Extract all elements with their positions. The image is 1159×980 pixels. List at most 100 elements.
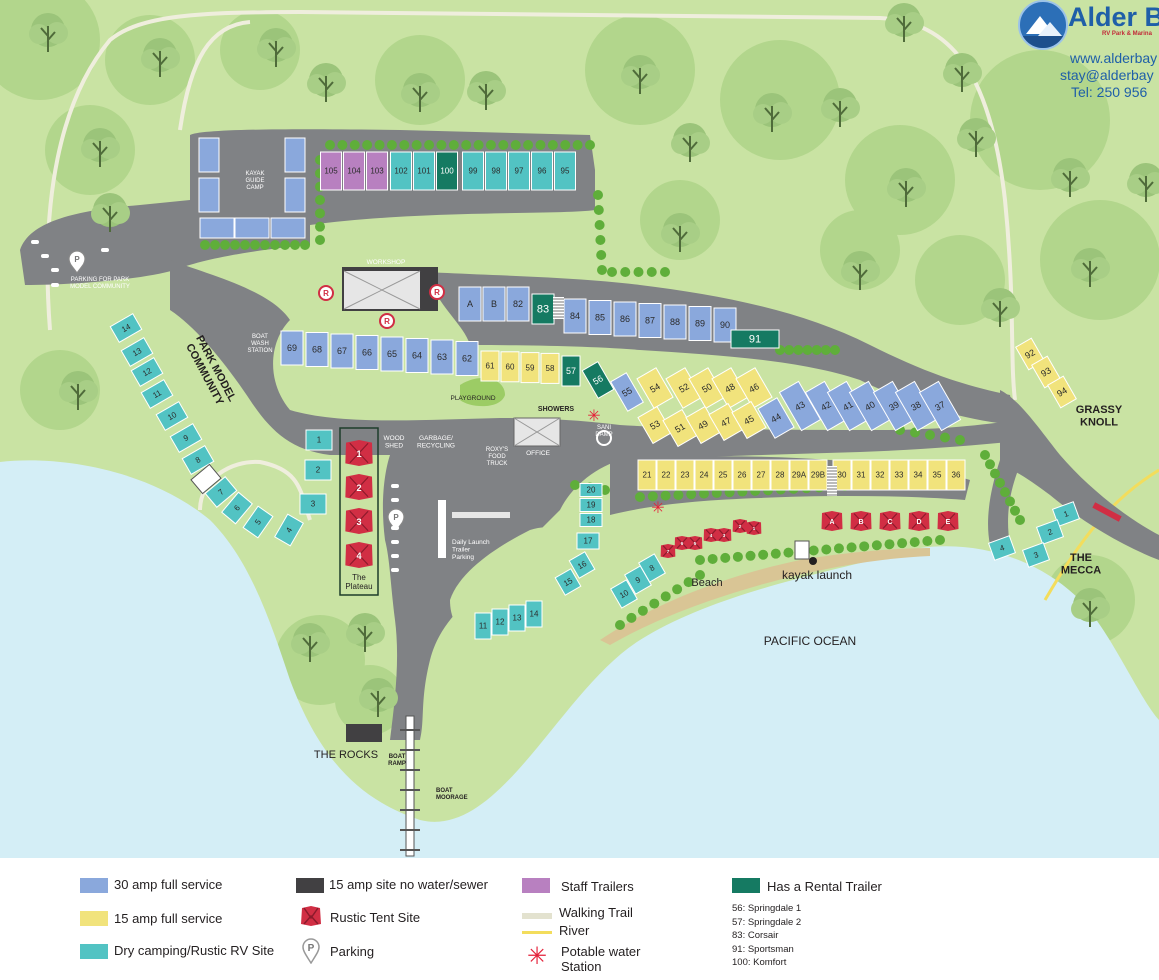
campsite-11[interactable]: 11 xyxy=(474,612,492,640)
mecca-tent-B[interactable]: B xyxy=(850,511,872,531)
campsite-87[interactable]: 87 xyxy=(638,303,662,338)
beach-tent-1[interactable]: 1 xyxy=(746,521,762,535)
campsite-96[interactable]: 96 xyxy=(531,151,553,191)
campsite-14[interactable]: 14 xyxy=(525,600,543,628)
campsite-44[interactable]: 44 xyxy=(757,397,795,439)
parking-icon[interactable]: P xyxy=(387,508,405,533)
kayak-camp-site[interactable] xyxy=(284,177,306,213)
park-model-site-8[interactable]: 8 xyxy=(181,445,215,475)
park-model-site-2[interactable]: 2 xyxy=(304,459,332,481)
campsite-36[interactable]: 36 xyxy=(946,459,966,491)
campsite-89[interactable]: 89 xyxy=(688,306,712,341)
campsite-32[interactable]: 32 xyxy=(870,459,890,491)
beach-tent-3[interactable]: 3 xyxy=(716,528,732,542)
park-model-site-13[interactable]: 13 xyxy=(120,337,154,367)
campsite-94[interactable]: 94 xyxy=(1047,375,1077,409)
campsite-88[interactable]: 88 xyxy=(663,304,687,340)
campsite-45[interactable]: 45 xyxy=(731,400,767,440)
campsite-49[interactable]: 49 xyxy=(685,405,721,445)
campsite-64[interactable]: 64 xyxy=(405,338,429,373)
campsite-23[interactable]: 23 xyxy=(675,459,695,491)
campsite-43[interactable]: 43 xyxy=(778,380,822,432)
campsite-25[interactable]: 25 xyxy=(713,459,733,491)
park-model-site-7[interactable]: 7 xyxy=(204,476,238,508)
park-model-site-9[interactable]: 9 xyxy=(169,423,203,453)
campsite-99[interactable]: 99 xyxy=(462,151,484,191)
campsite-83[interactable]: 83 xyxy=(531,293,555,325)
beach-tent-5[interactable]: 5 xyxy=(687,536,703,550)
mecca-site-4[interactable]: 4 xyxy=(987,535,1017,561)
campsite-54[interactable]: 54 xyxy=(636,367,674,409)
campsite-35[interactable]: 35 xyxy=(927,459,947,491)
park-model-site-14[interactable]: 14 xyxy=(109,313,143,343)
campsite-41[interactable]: 41 xyxy=(826,380,870,432)
campsite-57[interactable]: 57 xyxy=(561,355,581,387)
campsite-50[interactable]: 50 xyxy=(688,367,726,409)
campsite-67[interactable]: 67 xyxy=(330,333,354,369)
kayak-camp-site[interactable] xyxy=(198,137,220,173)
campsite-37[interactable]: 37 xyxy=(918,380,962,432)
kayak-camp-site[interactable] xyxy=(234,217,270,239)
campsite-39[interactable]: 39 xyxy=(872,380,916,432)
campsite-48[interactable]: 48 xyxy=(711,367,749,409)
plateau-tent-3[interactable]: 3 xyxy=(345,508,373,534)
campsite-22[interactable]: 22 xyxy=(656,459,676,491)
park-model-site-12[interactable]: 12 xyxy=(130,357,164,387)
campsite-B[interactable]: B xyxy=(482,286,506,322)
beach-tent-2[interactable]: 2 xyxy=(732,519,748,533)
campsite-18[interactable]: 18 xyxy=(579,513,603,527)
park-model-site-11[interactable]: 11 xyxy=(140,379,174,409)
campsite-10[interactable]: 10 xyxy=(610,579,638,609)
campsite-17[interactable]: 17 xyxy=(576,532,600,550)
campsite-100[interactable]: 100 xyxy=(436,151,458,191)
campsite-55[interactable]: 55 xyxy=(610,372,644,412)
campsite-8[interactable]: 8 xyxy=(638,553,666,583)
campsite-104[interactable]: 104 xyxy=(343,151,365,191)
campsite-38[interactable]: 38 xyxy=(894,380,938,432)
campsite-91[interactable]: 91 xyxy=(730,329,780,349)
campsite-82[interactable]: 82 xyxy=(506,286,530,322)
campsite-A[interactable]: A xyxy=(458,286,482,322)
mecca-site-3[interactable]: 3 xyxy=(1021,542,1051,568)
brand-website[interactable]: www.alderbay xyxy=(1070,50,1158,66)
campsite-85[interactable]: 85 xyxy=(588,300,612,335)
campsite-97[interactable]: 97 xyxy=(508,151,530,191)
kayak-camp-site[interactable] xyxy=(199,217,235,239)
kayak-camp-site[interactable] xyxy=(198,177,220,213)
campsite-15[interactable]: 15 xyxy=(554,568,582,596)
campsite-59[interactable]: 59 xyxy=(520,352,540,384)
campsite-102[interactable]: 102 xyxy=(390,151,412,191)
campsite-21[interactable]: 21 xyxy=(637,459,657,491)
campsite-29A[interactable]: 29A xyxy=(789,459,809,491)
campsite-68[interactable]: 68 xyxy=(305,332,329,367)
beach-tent-7[interactable]: 7 xyxy=(660,544,676,558)
campsite-62[interactable]: 62 xyxy=(455,341,479,376)
campsite-101[interactable]: 101 xyxy=(413,151,435,191)
campsite-13[interactable]: 13 xyxy=(508,604,526,632)
park-model-site-1[interactable]: 1 xyxy=(305,429,333,451)
park-model-site-6[interactable]: 6 xyxy=(221,491,253,525)
brand-email[interactable]: stay@alderbay xyxy=(1060,67,1154,83)
campsite-19[interactable]: 19 xyxy=(579,498,603,512)
mecca-tent-A[interactable]: A xyxy=(821,511,843,531)
campsite-66[interactable]: 66 xyxy=(355,335,379,370)
mecca-site-1[interactable]: 1 xyxy=(1051,501,1081,527)
campsite-12[interactable]: 12 xyxy=(491,608,509,636)
campsite-69[interactable]: 69 xyxy=(280,330,304,366)
campsite-20[interactable]: 20 xyxy=(579,483,603,497)
kayak-launch-marker[interactable] xyxy=(809,557,817,565)
campsite-65[interactable]: 65 xyxy=(380,336,404,372)
campsite-56[interactable]: 56 xyxy=(581,360,615,400)
campsite-40[interactable]: 40 xyxy=(848,380,892,432)
beach-tent-6[interactable]: 6 xyxy=(674,536,690,550)
kayak-camp-site[interactable] xyxy=(284,137,306,173)
campsite-33[interactable]: 33 xyxy=(889,459,909,491)
parking-icon[interactable]: P xyxy=(68,250,86,275)
campsite-98[interactable]: 98 xyxy=(485,151,507,191)
mecca-tent-E[interactable]: E xyxy=(937,511,959,531)
campsite-16[interactable]: 16 xyxy=(568,551,596,579)
campsite-60[interactable]: 60 xyxy=(500,351,520,383)
campsite-105[interactable]: 105 xyxy=(320,151,342,191)
campsite-31[interactable]: 31 xyxy=(851,459,871,491)
campsite-84[interactable]: 84 xyxy=(563,298,587,334)
